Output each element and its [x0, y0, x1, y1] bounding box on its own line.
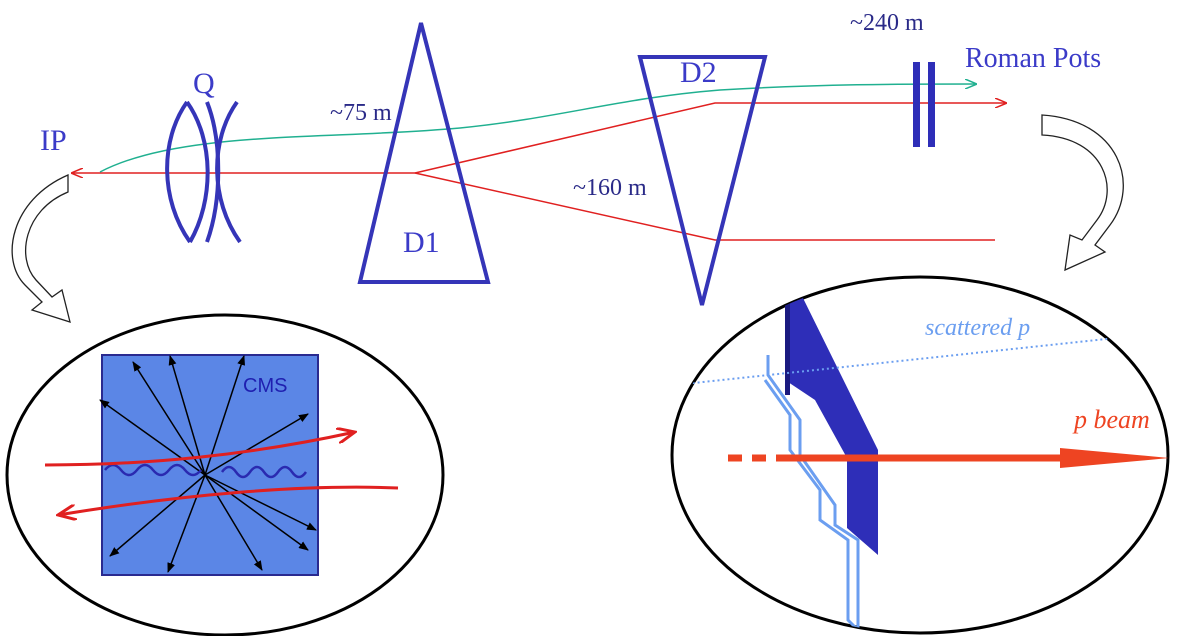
label-75m: ~75 m — [330, 100, 392, 126]
label-d1: D1 — [403, 226, 440, 259]
label-cms: CMS — [243, 375, 287, 397]
p-beam-arrowhead — [1060, 448, 1168, 468]
photon-wave-left — [104, 463, 202, 477]
roman-pot-bar-right — [928, 62, 935, 147]
roman-pot-upper-edge — [785, 290, 790, 395]
label-p-beam: p beam — [1072, 405, 1150, 434]
scattered-proton-trajectory — [99, 84, 975, 173]
proton-outgoing-left — [58, 485, 399, 515]
scattered-p-track — [672, 333, 1127, 391]
dipole-d2 — [637, 55, 768, 306]
label-scattered-p: scattered p — [925, 315, 1030, 341]
quadrupole-magnet — [165, 100, 242, 244]
label-d2: D2 — [680, 56, 717, 89]
label-q: Q — [193, 67, 215, 100]
zoom-arrow-right — [1041, 114, 1124, 272]
label-240m: ~240 m — [850, 10, 924, 36]
label-160m: ~160 m — [573, 175, 647, 201]
beam-branch-lower — [414, 172, 995, 241]
dipole-d1 — [357, 22, 491, 284]
roman-pot-bar-left — [913, 62, 920, 147]
proton-outgoing-right — [44, 432, 355, 467]
photon-wave-right — [220, 465, 308, 479]
label-ip: IP — [40, 124, 67, 157]
cms-detector-box — [101, 354, 319, 576]
zoom-arrow-left — [11, 174, 71, 323]
beam-branch-upper — [414, 103, 1005, 174]
label-roman-pots: Roman Pots — [965, 43, 1101, 74]
roman-pot-upper-plate — [785, 290, 878, 555]
